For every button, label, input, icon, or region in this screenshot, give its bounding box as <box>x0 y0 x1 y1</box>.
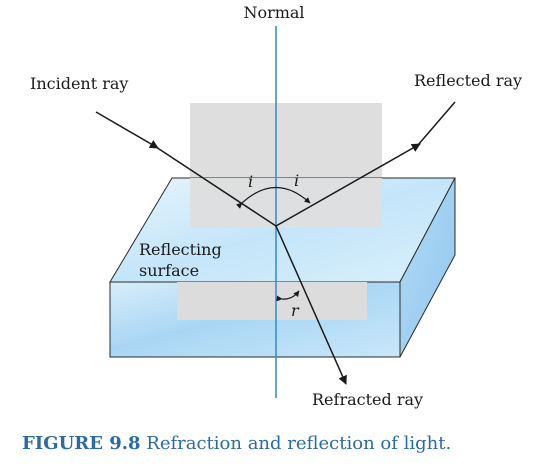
label-incident-ray: Incident ray <box>30 74 128 93</box>
refracted-ray <box>275 225 347 385</box>
diagram-canvas: Normal Incident ray Reflected ray Refrac… <box>30 3 522 409</box>
slab-side-face <box>399 177 456 358</box>
label-normal: Normal <box>243 3 304 22</box>
label-angle-i-right: i <box>294 171 299 190</box>
label-surface-line2: surface <box>139 261 199 280</box>
figure-caption-text: Refraction and reflection of light. <box>146 433 452 454</box>
incident-ray-tail <box>155 146 277 227</box>
reflected-ray <box>275 143 421 227</box>
label-refracted-ray: Refracted ray <box>312 390 423 409</box>
incident-ray <box>95 111 159 149</box>
angle-arc-incidence <box>235 186 311 209</box>
figure-number: FIGURE 9.8 <box>22 433 141 454</box>
label-angle-i-left: i <box>248 172 253 191</box>
lower-plane <box>177 282 367 320</box>
reflected-ray-tail <box>417 101 456 146</box>
label-reflected-ray: Reflected ray <box>414 71 522 90</box>
label-surface-line1: Reflecting <box>139 240 222 259</box>
label-angle-r: r <box>291 301 300 320</box>
angle-arc-refraction <box>276 290 300 302</box>
figure-caption: FIGURE 9.8 Refraction and reflection of … <box>22 433 552 454</box>
